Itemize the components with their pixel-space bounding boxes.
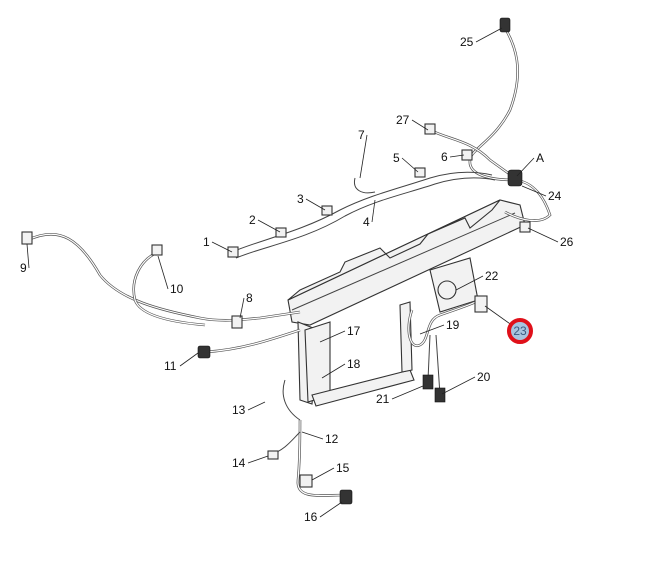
callout-label: 4 — [363, 215, 370, 229]
callout-16: 16 — [304, 501, 343, 524]
callout-label: 12 — [325, 432, 339, 446]
callout-8: 8 — [239, 291, 253, 319]
callout-7: 7 — [358, 128, 368, 179]
leader-line — [411, 119, 429, 131]
connectors — [21, 17, 531, 505]
callout-11: 11 — [164, 352, 199, 373]
callout-label: 9 — [20, 261, 27, 275]
callout-label: 18 — [347, 357, 361, 371]
callout-18: 18 — [321, 357, 361, 379]
leader-line — [401, 157, 419, 173]
callout-27: 27 — [396, 113, 429, 131]
leader-line — [239, 297, 245, 319]
callout-label: 6 — [441, 150, 448, 164]
leader-line — [247, 401, 266, 411]
highlight-ring[interactable] — [507, 318, 533, 344]
callout-4: 4 — [363, 199, 376, 229]
callout-label[interactable]: 23 — [513, 324, 527, 338]
leader-line — [419, 324, 445, 335]
leader-line — [391, 385, 424, 400]
callout-label: 3 — [297, 192, 304, 206]
callout-a: A — [516, 151, 544, 177]
callout-3: 3 — [297, 192, 326, 211]
wire-harness — [27, 27, 552, 497]
callout-17: 17 — [319, 324, 361, 343]
callout-label: 21 — [376, 392, 390, 406]
callout-label: 13 — [232, 403, 246, 417]
callout-label: 1 — [203, 235, 210, 249]
callout-label: 22 — [485, 269, 499, 283]
callout-10: 10 — [157, 255, 184, 296]
callout-label: 10 — [170, 282, 184, 296]
callout-label: 2 — [249, 213, 256, 227]
leader-line — [516, 157, 535, 177]
main-rail — [287, 199, 526, 407]
callout-23[interactable]: 23 — [484, 305, 533, 344]
callout-24: 24 — [521, 185, 562, 203]
leader-line — [26, 243, 30, 269]
callout-label: 16 — [304, 510, 318, 524]
callout-22: 22 — [455, 269, 499, 291]
leader-line — [441, 376, 476, 395]
callout-20: 20 — [441, 370, 491, 395]
callout-9: 9 — [20, 243, 30, 275]
callout-label: 7 — [358, 128, 365, 142]
leader-line — [371, 199, 376, 223]
callout-26: 26 — [527, 227, 574, 249]
leader-line — [305, 198, 326, 211]
callout-19: 19 — [419, 318, 460, 335]
callout-21: 21 — [376, 385, 424, 406]
leader-line — [359, 134, 368, 179]
leader-line — [527, 227, 559, 243]
leader-line — [257, 219, 281, 233]
callout-label: 5 — [393, 151, 400, 165]
callout-label: 11 — [164, 359, 177, 373]
callout-2: 2 — [249, 213, 281, 233]
leader-line — [157, 255, 169, 290]
callout-label: 19 — [446, 318, 460, 332]
leader-line — [301, 431, 324, 440]
callout-14: 14 — [232, 455, 269, 470]
callout-15: 15 — [311, 461, 350, 481]
callout-label: 24 — [548, 189, 562, 203]
leader-line — [179, 352, 199, 367]
callout-25: 25 — [460, 27, 503, 49]
callout-1: 1 — [203, 235, 233, 253]
leader-line — [319, 330, 346, 343]
leader-line — [455, 275, 484, 291]
callout-label: 20 — [477, 370, 491, 384]
callout-label: 25 — [460, 35, 474, 49]
callout-6: 6 — [441, 150, 465, 164]
leader-line — [211, 241, 233, 253]
callout-label: 27 — [396, 113, 410, 127]
callout-12: 12 — [301, 431, 339, 446]
leader-line — [321, 363, 346, 379]
callout-label: 8 — [246, 291, 253, 305]
leader-line — [319, 501, 343, 518]
callout-label: 15 — [336, 461, 350, 475]
callout-label: 14 — [232, 456, 246, 470]
leader-line — [449, 154, 465, 158]
leader-line — [247, 455, 269, 464]
callout-label: 17 — [347, 324, 361, 338]
callout-label: A — [536, 151, 544, 165]
leader-line — [311, 467, 335, 481]
callout-5: 5 — [393, 151, 419, 173]
callout-13: 13 — [232, 401, 266, 417]
leader-line — [521, 185, 547, 197]
leader-line — [475, 27, 503, 43]
callout-label: 26 — [560, 235, 574, 249]
